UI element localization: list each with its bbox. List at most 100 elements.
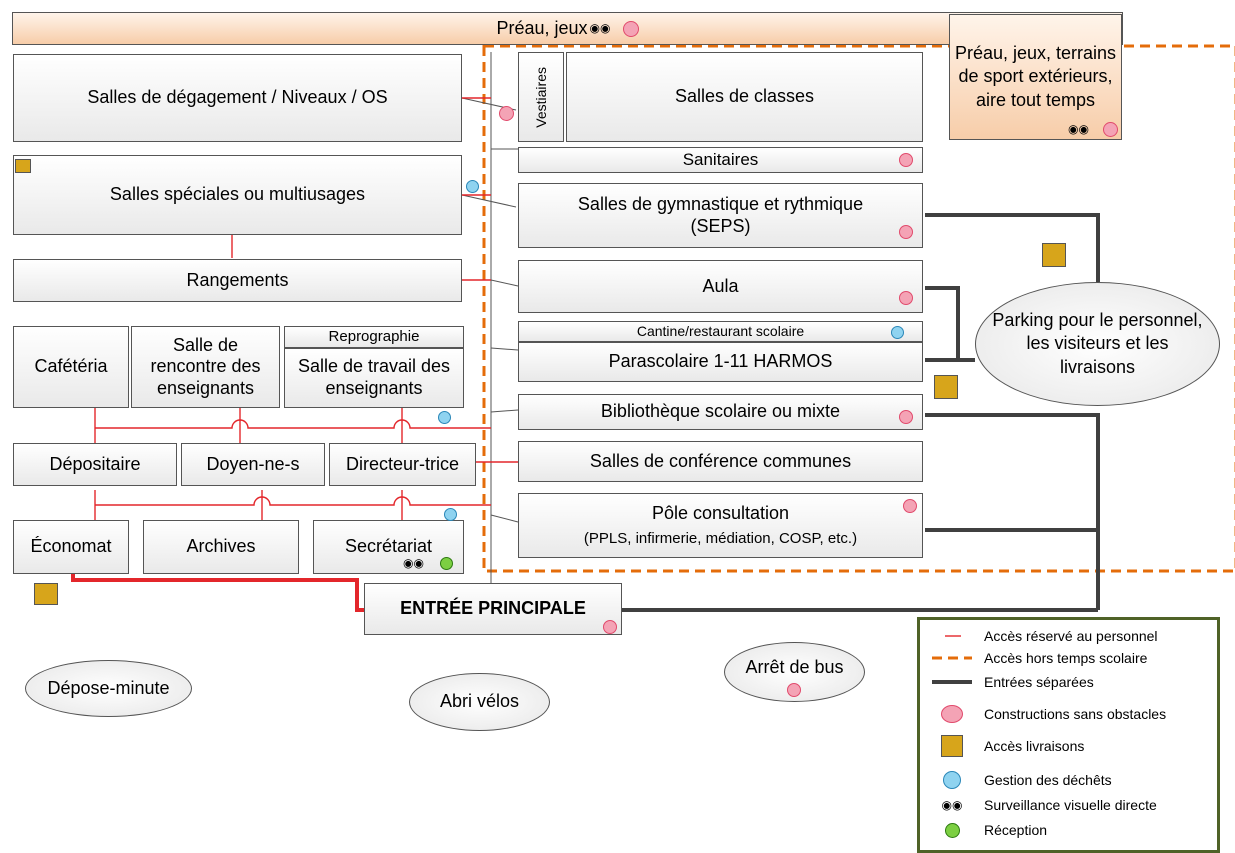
legend-item-staff: Accès réservé au personnel bbox=[920, 626, 1158, 646]
parking-oval: Parking pour le personnel, les visiteurs… bbox=[975, 282, 1220, 406]
accessibility-icon bbox=[499, 106, 514, 121]
preau-jeux-bar: Préau, jeux ◉◉ bbox=[12, 12, 1123, 45]
legend-label: Gestion des déchêts bbox=[984, 772, 1112, 788]
salles-degagement-box: Salles de dégagement / Niveaux / OS bbox=[13, 54, 462, 142]
preau-jeux-label: Préau, jeux bbox=[496, 17, 588, 38]
reprographie-box: Reprographie bbox=[284, 326, 464, 348]
conference-box: Salles de conférence communes bbox=[518, 441, 923, 482]
cantine-label: Cantine/restaurant scolaire bbox=[636, 323, 805, 340]
secretariat-label: Secrétariat bbox=[344, 536, 433, 557]
parascolaire-label: Parascolaire 1-11 HARMOS bbox=[608, 351, 833, 372]
cafeteria-box: Cafétéria bbox=[13, 326, 129, 408]
vestiaires-label: Vestiaires bbox=[532, 66, 549, 128]
accessibility-icon bbox=[903, 499, 917, 513]
dashed-line-icon bbox=[932, 656, 972, 660]
sanitaires-label: Sanitaires bbox=[682, 149, 759, 169]
entree-principale-label: ENTRÉE PRINCIPALE bbox=[400, 598, 586, 619]
salles-gym-box: Salles de gymnastique et rythmique (SEPS… bbox=[518, 183, 923, 248]
cafeteria-label: Cafétéria bbox=[34, 356, 108, 377]
surveillance-eyes-icon: ◉◉ bbox=[941, 798, 963, 812]
entree-principale-box: ENTRÉE PRINCIPALE bbox=[364, 583, 622, 635]
legend-label: Réception bbox=[984, 822, 1048, 838]
sanitaires-box: Sanitaires bbox=[518, 147, 923, 173]
waste-management-icon bbox=[444, 508, 457, 521]
surveillance-eyes-icon: ◉◉ bbox=[589, 21, 611, 36]
delivery-forklift-icon bbox=[941, 735, 963, 757]
pole-title-label: Pôle consultation bbox=[651, 502, 790, 523]
surveillance-eyes-icon: ◉◉ bbox=[403, 556, 424, 570]
accessibility-icon bbox=[603, 620, 617, 634]
accessibility-icon bbox=[787, 683, 801, 697]
salle-rencontre-label: Salle de rencontre des enseignants bbox=[150, 334, 261, 398]
delivery-forklift-icon bbox=[934, 375, 958, 399]
separate-entrances bbox=[622, 213, 1100, 612]
directeur-label: Directeur-trice bbox=[345, 453, 460, 474]
secretariat-box: Secrétariat bbox=[313, 520, 464, 574]
legend-item-waste: Gestion des déchêts bbox=[920, 770, 1112, 790]
parking-label: Parking pour le personnel, les visiteurs… bbox=[992, 309, 1203, 377]
accessibility-icon bbox=[941, 705, 963, 723]
salles-classes-label: Salles de classes bbox=[674, 86, 815, 107]
accessibility-icon bbox=[899, 153, 913, 167]
archives-label: Archives bbox=[186, 536, 256, 557]
delivery-forklift-icon bbox=[34, 583, 58, 605]
outdoor-areas-label: Préau, jeux, terrains de sport extérieur… bbox=[954, 42, 1117, 110]
reception-icon bbox=[440, 557, 453, 570]
legend-item-delivery: Accès livraisons bbox=[920, 735, 1084, 757]
archives-box: Archives bbox=[143, 520, 299, 574]
waste-management-icon bbox=[438, 411, 451, 424]
legend-item-surveillance: ◉◉ Surveillance visuelle directe bbox=[920, 795, 1157, 815]
arret-bus-label: Arrêt de bus bbox=[745, 657, 844, 678]
depositaire-label: Dépositaire bbox=[49, 453, 141, 474]
doyen-label: Doyen-ne-s bbox=[206, 453, 300, 474]
accessibility-icon bbox=[622, 20, 639, 37]
waste-management-icon bbox=[943, 771, 961, 789]
abri-velos-oval: Abri vélos bbox=[409, 673, 550, 731]
parascolaire-box: Parascolaire 1-11 HARMOS bbox=[518, 342, 923, 382]
legend-item-reception: Réception bbox=[920, 820, 1047, 840]
delivery-forklift-icon bbox=[15, 159, 31, 173]
economat-label: Économat bbox=[30, 536, 112, 557]
accessibility-icon bbox=[899, 291, 913, 305]
pole-consultation-box: Pôle consultation (PPLS, infirmerie, méd… bbox=[518, 493, 923, 558]
waste-management-icon bbox=[466, 180, 479, 193]
salles-degagement-label: Salles de dégagement / Niveaux / OS bbox=[87, 87, 388, 108]
legend-label: Surveillance visuelle directe bbox=[984, 797, 1157, 813]
legend-label: Entrées séparées bbox=[984, 674, 1094, 690]
waste-management-icon bbox=[891, 326, 904, 339]
after-hours-boundary bbox=[482, 44, 1235, 573]
depose-minute-oval: Dépose-minute bbox=[25, 660, 192, 717]
accessibility-icon bbox=[899, 225, 913, 239]
bibliotheque-box: Bibliothèque scolaire ou mixte bbox=[518, 394, 923, 430]
staff-line-icon bbox=[945, 635, 961, 637]
legend-label: Constructions sans obstacles bbox=[984, 706, 1167, 722]
reception-icon bbox=[944, 822, 960, 838]
staff-lines bbox=[94, 97, 518, 520]
salles-classes-box: Salles de classes bbox=[566, 52, 923, 142]
salles-gym-label: Salles de gymnastique et rythmique (SEPS… bbox=[577, 193, 864, 236]
legend-item-after-hours: Accès hors temps scolaire bbox=[920, 648, 1147, 668]
reprographie-label: Reprographie bbox=[328, 328, 420, 345]
depositaire-box: Dépositaire bbox=[13, 443, 177, 486]
conference-label: Salles de conférence communes bbox=[589, 450, 852, 471]
salles-speciales-label: Salles spéciales ou multiusages bbox=[109, 184, 366, 205]
salle-travail-label: Salle de travail des enseignants bbox=[297, 356, 451, 398]
thick-line-icon bbox=[932, 680, 972, 684]
abri-velos-label: Abri vélos bbox=[439, 691, 520, 712]
salle-travail-box: Salle de travail des enseignants bbox=[284, 348, 464, 408]
staff-access-thick bbox=[71, 574, 364, 612]
legend-item-separate: Entrées séparées bbox=[920, 672, 1094, 692]
doyen-box: Doyen-ne-s bbox=[181, 443, 325, 486]
pole-sub-label: (PPLS, infirmerie, médiation, COSP, etc.… bbox=[583, 530, 858, 548]
rangements-box: Rangements bbox=[13, 259, 462, 302]
legend-label: Accès réservé au personnel bbox=[984, 628, 1158, 644]
legend-item-accessibility: Constructions sans obstacles bbox=[920, 704, 1166, 724]
legend-label: Accès hors temps scolaire bbox=[984, 650, 1148, 666]
directeur-box: Directeur-trice bbox=[329, 443, 476, 486]
outdoor-areas-box: Préau, jeux, terrains de sport extérieur… bbox=[949, 14, 1122, 140]
vestiaires-box: Vestiaires bbox=[518, 52, 564, 142]
accessibility-icon bbox=[899, 410, 913, 424]
aula-label: Aula bbox=[702, 275, 739, 296]
cantine-box: Cantine/restaurant scolaire bbox=[518, 321, 923, 342]
